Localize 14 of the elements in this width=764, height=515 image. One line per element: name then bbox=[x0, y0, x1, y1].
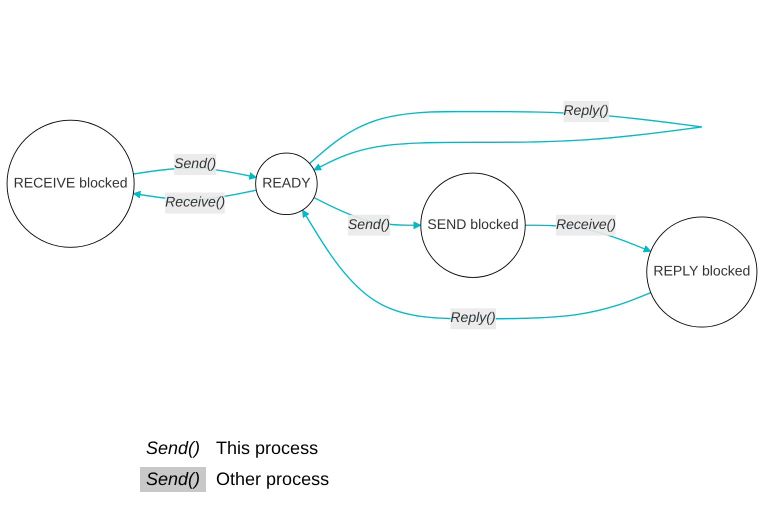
legend-sample: Send() bbox=[140, 467, 206, 492]
edge-label: Reply() bbox=[450, 310, 496, 326]
legend-text: This process bbox=[216, 438, 318, 459]
edge-label: Receive() bbox=[165, 194, 226, 210]
node-circle: REPLY blocked bbox=[646, 216, 758, 328]
edge-label: Reply() bbox=[563, 104, 609, 118]
edge-label: Receive() bbox=[556, 217, 616, 232]
node-circle: SEND blocked bbox=[420, 172, 526, 278]
node-circle: READY bbox=[255, 152, 318, 215]
edge-label: Send() bbox=[174, 156, 216, 172]
legend-sample: Send() bbox=[145, 437, 202, 460]
edge-label: Send() bbox=[348, 217, 390, 232]
legend-text: Other process bbox=[216, 469, 330, 490]
node-circle: RECEIVE blocked bbox=[6, 120, 135, 248]
